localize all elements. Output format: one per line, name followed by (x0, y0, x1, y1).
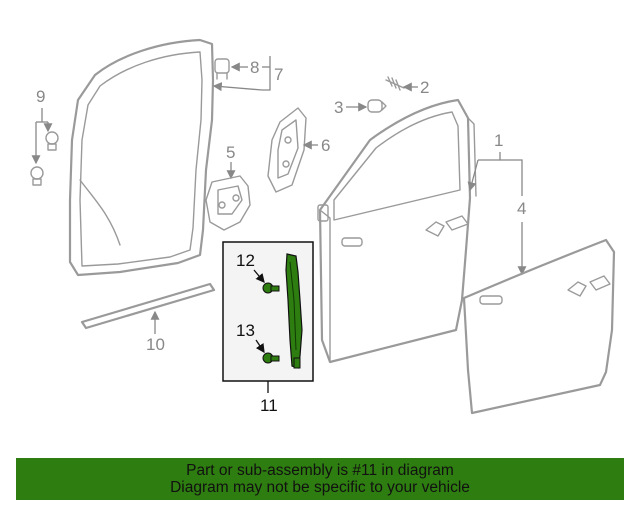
callout-13: 13 (236, 321, 255, 340)
banner-line-1: Part or sub-assembly is #11 in diagram (186, 462, 454, 479)
info-banner: Part or sub-assembly is #11 in diagram D… (16, 458, 624, 500)
callout-4: 4 (517, 199, 526, 218)
outer-panel-4 (462, 238, 616, 415)
callout-5: 5 (226, 143, 235, 162)
callout-7: 7 (274, 65, 283, 84)
callout-11: 11 (260, 396, 278, 415)
callout-12: 12 (236, 251, 255, 270)
bumper-3 (367, 99, 387, 113)
screw-13 (262, 352, 280, 364)
sash-channel-11 (285, 253, 303, 369)
clip-9-lower (30, 166, 44, 186)
banner-line-2: Diagram may not be specific to your vehi… (170, 479, 470, 496)
clip-8 (214, 58, 230, 80)
spring-2 (385, 76, 405, 91)
door-assembly-1 (317, 98, 477, 364)
callout-1: 1 (494, 131, 503, 150)
callout-10: 10 (146, 335, 165, 354)
clip-9-upper (45, 131, 59, 151)
parts-diagram: 8 7 9 5 6 2 3 (30, 38, 616, 415)
callout-9: 9 (36, 87, 45, 106)
hinge-plate-6 (267, 107, 307, 193)
opening-weatherstrip (68, 38, 215, 277)
bracket-5 (205, 175, 251, 231)
callout-2: 2 (420, 78, 429, 97)
callout-3: 3 (334, 98, 343, 117)
sub-assembly-11-box: 12 13 (222, 241, 314, 382)
molding-10 (80, 282, 216, 330)
screw-12 (262, 282, 280, 294)
callout-6: 6 (321, 136, 330, 155)
callout-8: 8 (250, 58, 259, 77)
